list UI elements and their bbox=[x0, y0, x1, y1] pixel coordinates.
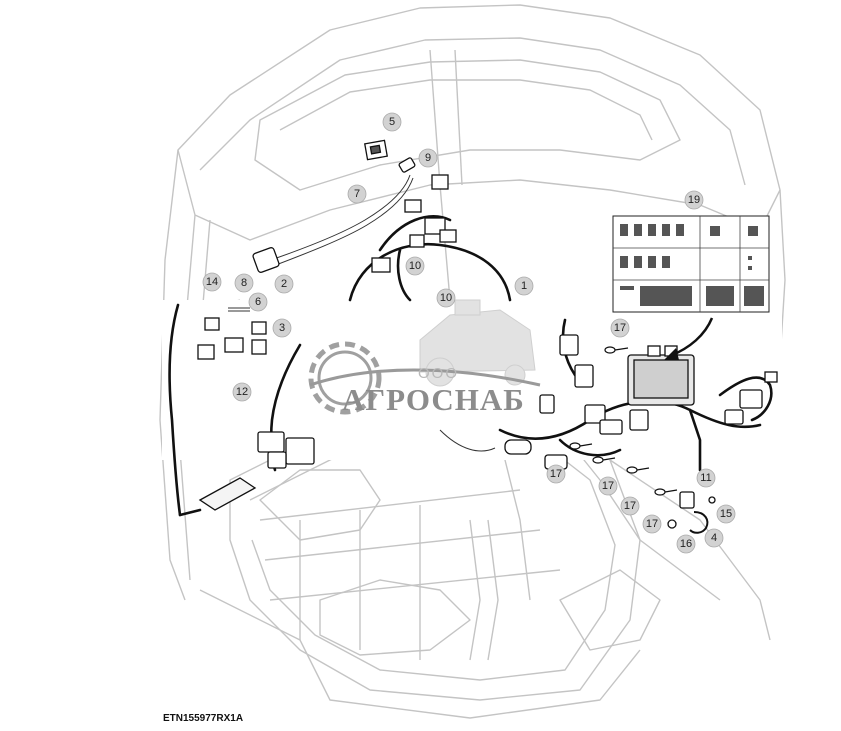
callout-label: 14 bbox=[206, 276, 218, 288]
callout-10: 10 bbox=[436, 288, 456, 308]
callout-circle bbox=[234, 273, 254, 293]
callout-label: 8 bbox=[241, 277, 247, 289]
callout-1: 1 bbox=[514, 276, 534, 296]
callout-label: 11 bbox=[700, 472, 711, 484]
callout-label: 15 bbox=[720, 508, 732, 520]
callout-circle bbox=[405, 256, 425, 276]
harness-thin-lines bbox=[228, 174, 496, 452]
callout-17: 17 bbox=[546, 464, 566, 484]
combine-harvester-icon bbox=[419, 299, 536, 387]
figure-code: ETN155977RX1A bbox=[163, 713, 244, 724]
callout-circle bbox=[248, 292, 268, 312]
callout-circle bbox=[202, 272, 222, 292]
callout-label: 17 bbox=[550, 468, 562, 480]
callout-circle bbox=[676, 534, 696, 554]
pointer-arrowhead bbox=[664, 348, 679, 360]
watermark: ООО АГРОСНАБ bbox=[308, 299, 541, 417]
gear-logo-icon bbox=[308, 341, 382, 415]
callout-label: 17 bbox=[646, 518, 658, 530]
callout-circle bbox=[684, 190, 704, 210]
callout-3: 3 bbox=[272, 318, 292, 338]
callout-circle bbox=[274, 274, 294, 294]
callout-2: 2 bbox=[274, 274, 294, 294]
callout-12: 12 bbox=[232, 382, 252, 402]
callout-label: 5 bbox=[389, 116, 395, 128]
callout-circle bbox=[696, 468, 716, 488]
screws bbox=[569, 346, 678, 496]
callout-17: 17 bbox=[598, 476, 618, 496]
callout-label: 17 bbox=[614, 322, 626, 334]
callout-label: 3 bbox=[279, 322, 285, 334]
callout-label: 9 bbox=[425, 152, 431, 164]
callout-circle bbox=[232, 382, 252, 402]
callout-label: 10 bbox=[440, 292, 452, 304]
callout-17: 17 bbox=[642, 514, 662, 534]
callout-17: 17 bbox=[610, 318, 630, 338]
callout-7: 7 bbox=[347, 184, 367, 204]
callout-label: 10 bbox=[409, 260, 421, 272]
callout-circle bbox=[598, 476, 618, 496]
callout-4: 4 bbox=[704, 528, 724, 548]
callout-16: 16 bbox=[676, 534, 696, 554]
callout-circle bbox=[347, 184, 367, 204]
callout-circle bbox=[436, 288, 456, 308]
callout-circle bbox=[610, 318, 630, 338]
callout-label: 16 bbox=[680, 538, 692, 550]
watermark-prefix: ООО bbox=[418, 365, 459, 382]
callout-19: 19 bbox=[684, 190, 704, 210]
callout-label: 7 bbox=[354, 188, 360, 200]
callout-label: 19 bbox=[688, 194, 700, 206]
callout-circle bbox=[382, 112, 402, 132]
callout-circle bbox=[704, 528, 724, 548]
callout-label: 12 bbox=[236, 386, 248, 398]
fuse-legend-panel bbox=[612, 215, 770, 313]
callout-14: 14 bbox=[202, 272, 222, 292]
callout-circle bbox=[716, 504, 736, 524]
callout-circle bbox=[642, 514, 662, 534]
callout-label: 1 bbox=[521, 280, 527, 292]
callout-11: 11 bbox=[696, 468, 716, 488]
callout-circle bbox=[620, 496, 640, 516]
callout-label: 4 bbox=[711, 532, 717, 544]
callout-label: 17 bbox=[624, 500, 636, 512]
components bbox=[197, 139, 778, 534]
callout-5: 5 bbox=[382, 112, 402, 132]
watermark-company: АГРОСНАБ bbox=[342, 382, 525, 417]
callout-8: 8 bbox=[234, 273, 254, 293]
callout-15: 15 bbox=[716, 504, 736, 524]
callout-circle bbox=[418, 148, 438, 168]
callout-6: 6 bbox=[248, 292, 268, 312]
callout-label: 2 bbox=[281, 278, 287, 290]
wiring-harness bbox=[168, 215, 773, 517]
callout-circle bbox=[514, 276, 534, 296]
callout-label: 6 bbox=[255, 296, 261, 308]
callout-17: 17 bbox=[620, 496, 640, 516]
callout-10: 10 bbox=[405, 256, 425, 276]
callout-label: 17 bbox=[602, 480, 614, 492]
callout-circle bbox=[272, 318, 292, 338]
callout-circle bbox=[546, 464, 566, 484]
callout-9: 9 bbox=[418, 148, 438, 168]
